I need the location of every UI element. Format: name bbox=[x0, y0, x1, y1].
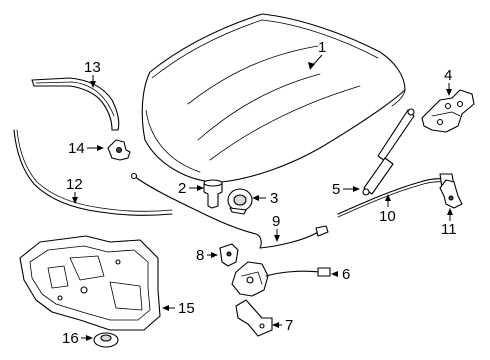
callout-2-label: 2 bbox=[178, 180, 186, 197]
callout-10: 10 bbox=[379, 194, 396, 225]
callout-11-label: 11 bbox=[441, 221, 457, 238]
callout-1-label: 1 bbox=[318, 39, 326, 56]
callout-13-label: 13 bbox=[84, 59, 101, 76]
callout-2: 2 bbox=[178, 180, 204, 197]
callout-16-label: 16 bbox=[62, 330, 79, 347]
hood-release-handle[interactable] bbox=[227, 188, 253, 215]
callout-3-label: 3 bbox=[270, 190, 278, 207]
lift-support[interactable] bbox=[362, 108, 415, 196]
callout-8-label: 8 bbox=[196, 247, 204, 264]
callout-13: 13 bbox=[84, 59, 101, 88]
hood-latch[interactable] bbox=[231, 261, 331, 297]
callout-12: 12 bbox=[66, 176, 83, 204]
callout-14: 14 bbox=[68, 140, 104, 157]
callout-6: 6 bbox=[331, 266, 350, 283]
callout-7-label: 7 bbox=[285, 317, 293, 334]
release-clip[interactable] bbox=[219, 243, 239, 267]
insulator-retainer[interactable] bbox=[93, 332, 119, 348]
callout-5: 5 bbox=[332, 181, 360, 198]
rear-seal[interactable] bbox=[31, 77, 120, 131]
callout-4-label: 4 bbox=[444, 67, 452, 84]
callout-16: 16 bbox=[62, 330, 93, 347]
support-rod[interactable] bbox=[337, 173, 455, 218]
callout-12-label: 12 bbox=[66, 176, 83, 193]
callout-1: 1 bbox=[308, 39, 326, 70]
latch-bracket[interactable] bbox=[235, 299, 273, 337]
callout-4: 4 bbox=[444, 67, 452, 96]
callout-8: 8 bbox=[196, 247, 218, 264]
hood-panel[interactable] bbox=[141, 13, 406, 183]
callout-5-label: 5 bbox=[332, 181, 340, 198]
insulator-pad[interactable] bbox=[19, 235, 161, 331]
callout-15: 15 bbox=[162, 300, 195, 317]
hood-hinge[interactable] bbox=[421, 89, 475, 133]
release-cable[interactable] bbox=[130, 172, 329, 249]
seal-retainer[interactable] bbox=[107, 139, 131, 161]
callout-9-label: 9 bbox=[272, 213, 280, 230]
callout-3: 3 bbox=[252, 190, 278, 207]
hood-seal[interactable] bbox=[13, 129, 173, 216]
callout-6-label: 6 bbox=[342, 266, 350, 283]
callout-11: 11 bbox=[441, 208, 457, 238]
callout-9: 9 bbox=[272, 213, 280, 242]
callout-10-label: 10 bbox=[379, 208, 396, 225]
callout-14-label: 14 bbox=[68, 140, 85, 157]
callout-15-label: 15 bbox=[178, 300, 195, 317]
prop-rod-clip[interactable] bbox=[439, 179, 463, 209]
hood-bumper[interactable] bbox=[203, 179, 223, 209]
callout-7: 7 bbox=[272, 317, 293, 334]
